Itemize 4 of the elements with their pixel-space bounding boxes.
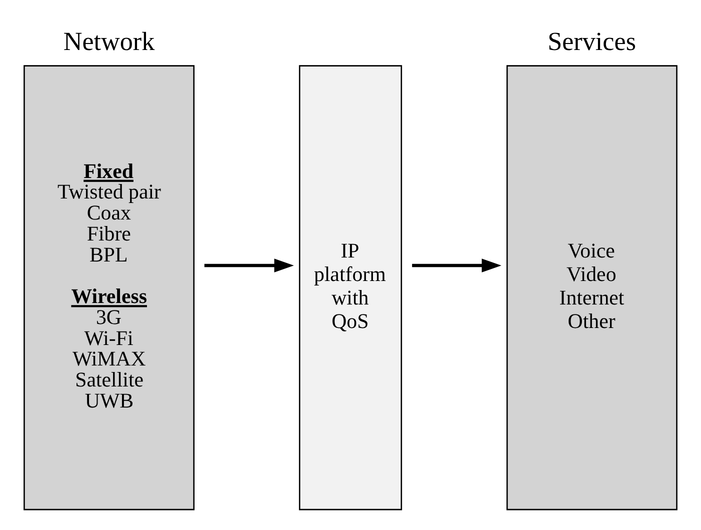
arrow xyxy=(412,258,502,272)
node-label: Network xyxy=(63,26,155,56)
arrow xyxy=(204,258,294,272)
node-label: Services xyxy=(548,26,636,56)
